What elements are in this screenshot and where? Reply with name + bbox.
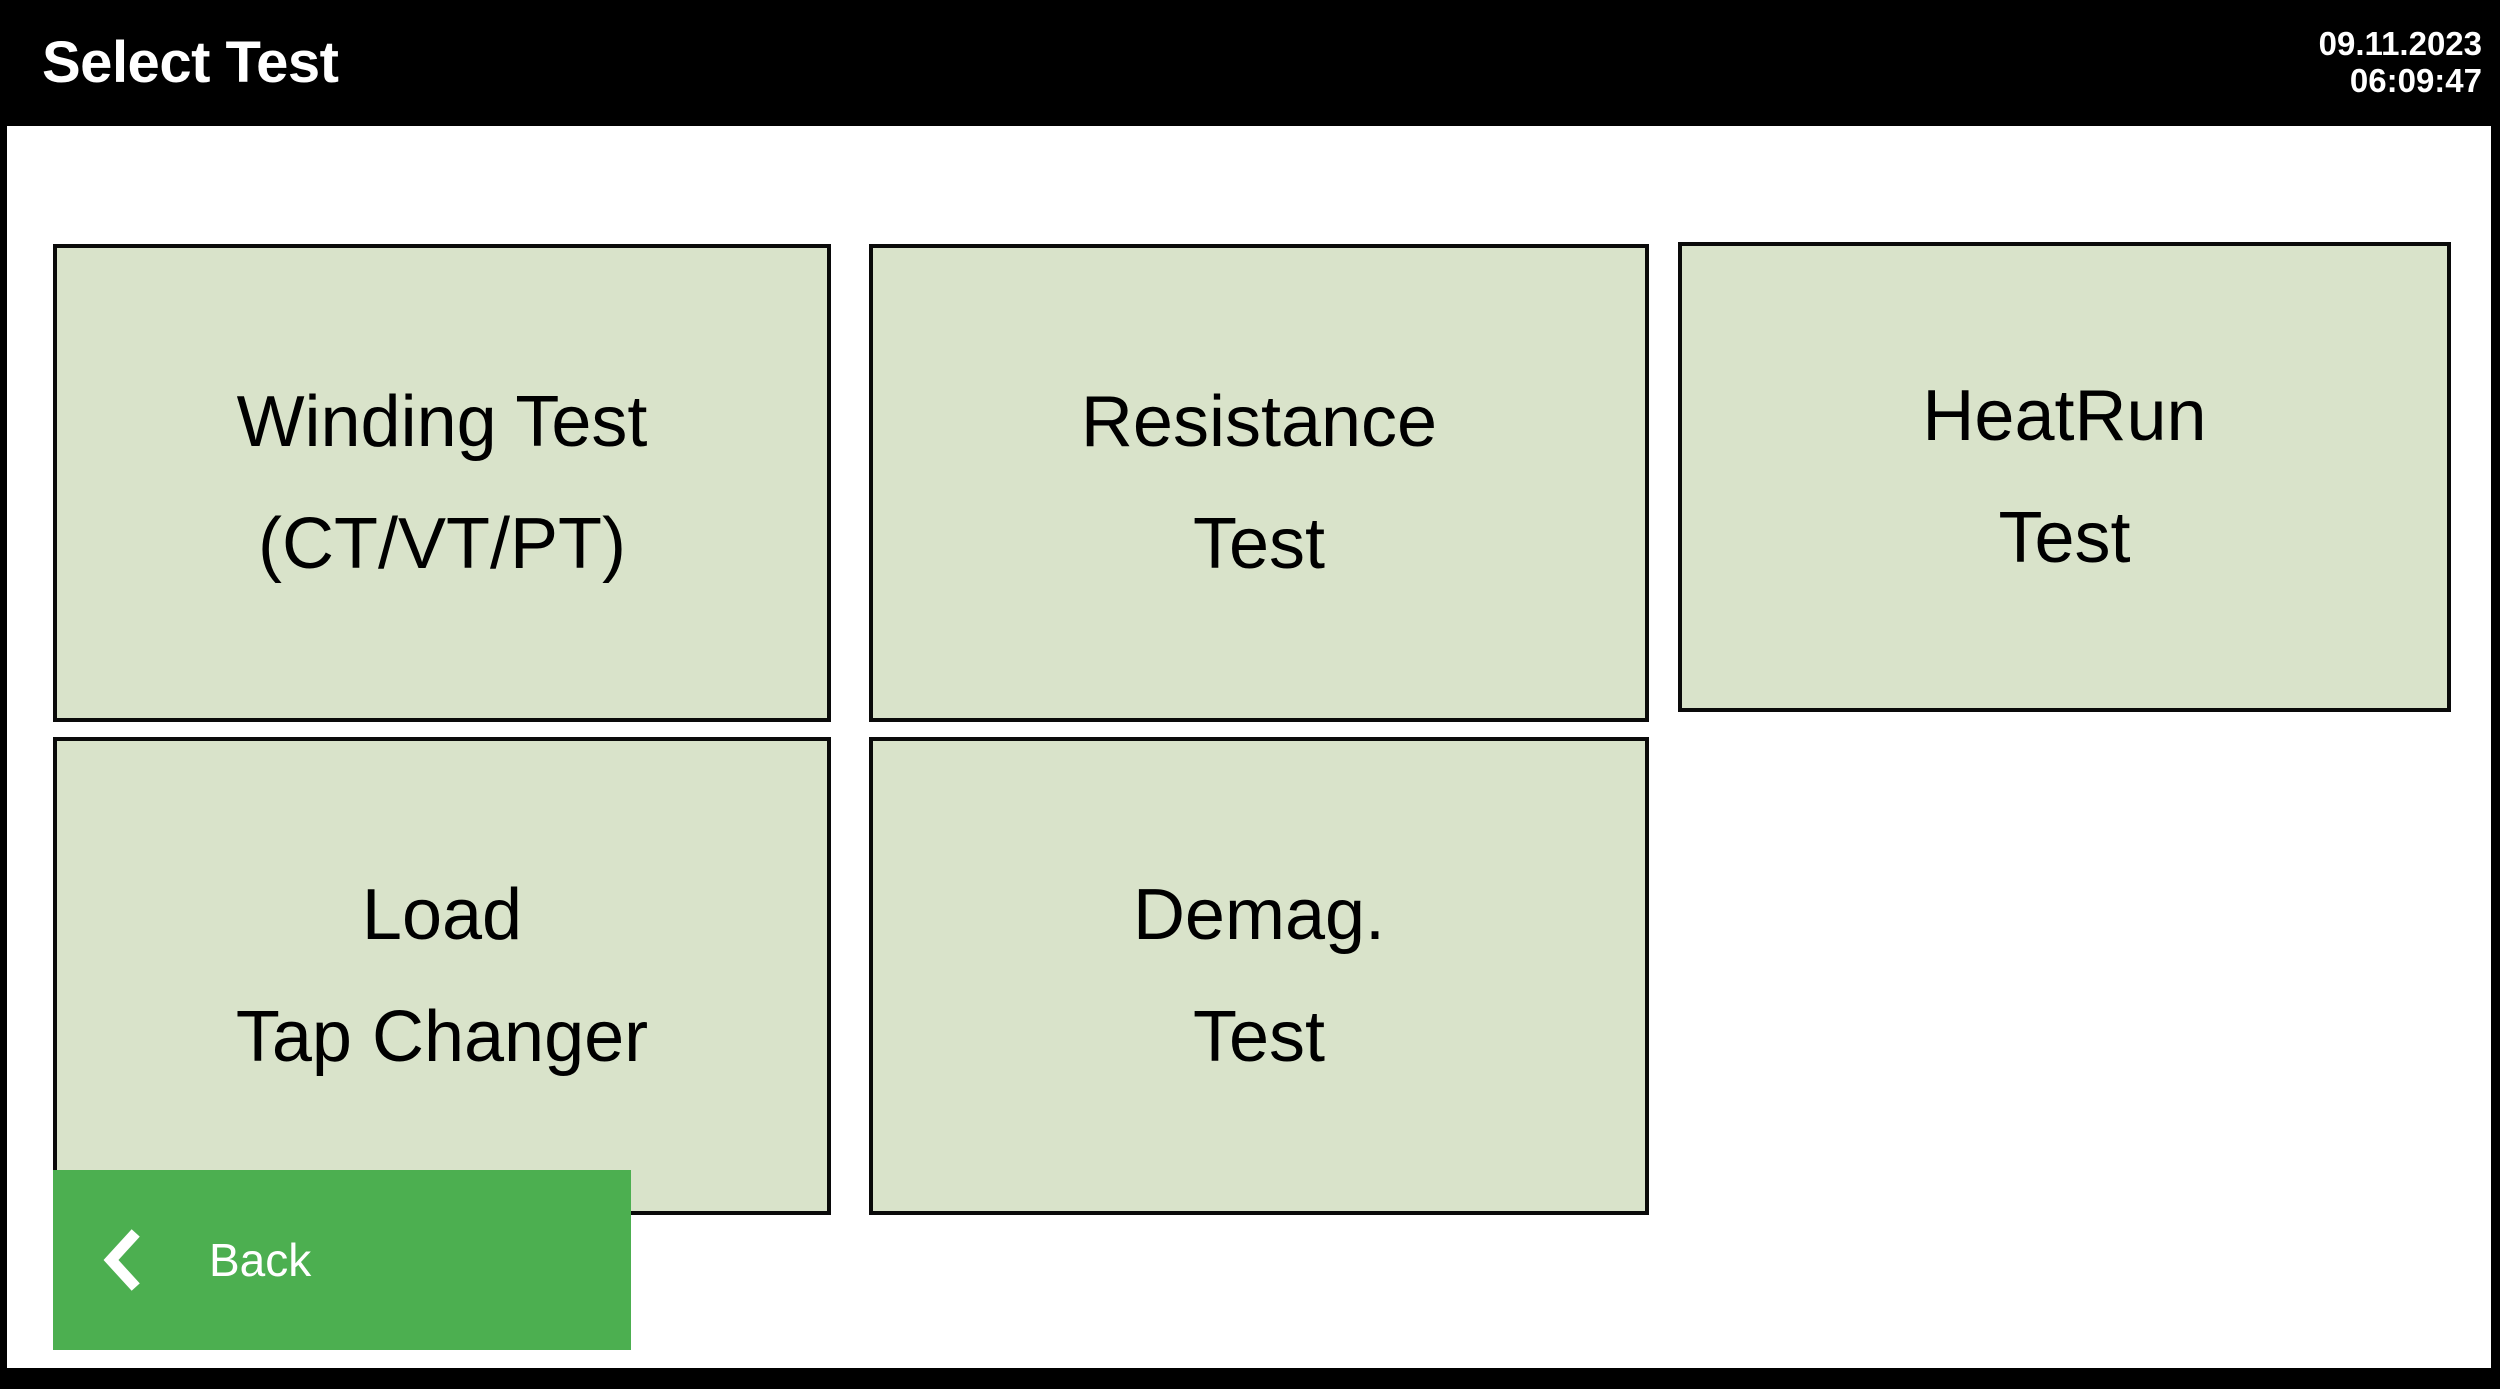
test-button-label-line2: Test	[1192, 997, 1326, 1077]
test-button-label-line1: Demag.	[1132, 875, 1386, 955]
header-bar: Select Test 09.11.2023 06:09:47	[0, 0, 2500, 126]
back-button-label: Back	[209, 1234, 312, 1286]
test-button-label-line1: Load	[361, 875, 523, 955]
datetime-display: 09.11.2023 06:09:47	[2318, 25, 2482, 100]
test-button-demag-test[interactable]: Demag. Test	[869, 737, 1649, 1215]
test-button-winding-test[interactable]: Winding Test (CT/VT/PT)	[53, 244, 831, 722]
date-text: 09.11.2023	[2318, 25, 2482, 63]
back-button[interactable]: Back	[53, 1170, 631, 1350]
test-button-load-tap-changer[interactable]: Load Tap Changer	[53, 737, 831, 1215]
test-button-label-line2: Test	[1192, 504, 1326, 584]
chevron-left-icon	[103, 1229, 140, 1291]
test-button-resistance-test[interactable]: Resistance Test	[869, 244, 1649, 722]
test-button-label-line1: Resistance	[1080, 382, 1438, 462]
test-button-grid: Winding Test (CT/VT/PT) Resistance Test …	[53, 188, 2453, 1215]
content-panel: Winding Test (CT/VT/PT) Resistance Test …	[7, 126, 2491, 1368]
page-title: Select Test	[42, 30, 339, 95]
test-button-label-line2: Test	[1998, 498, 2131, 578]
test-button-label-line1: Winding Test	[236, 382, 648, 462]
time-text: 06:09:47	[2349, 62, 2482, 99]
test-button-label-line1: HeatRun	[1922, 376, 2207, 456]
test-button-label-line2: Tap Changer	[235, 997, 649, 1077]
test-button-heatrun-test[interactable]: HeatRun Test	[1678, 242, 2451, 712]
test-button-label-line2: (CT/VT/PT)	[258, 504, 626, 584]
